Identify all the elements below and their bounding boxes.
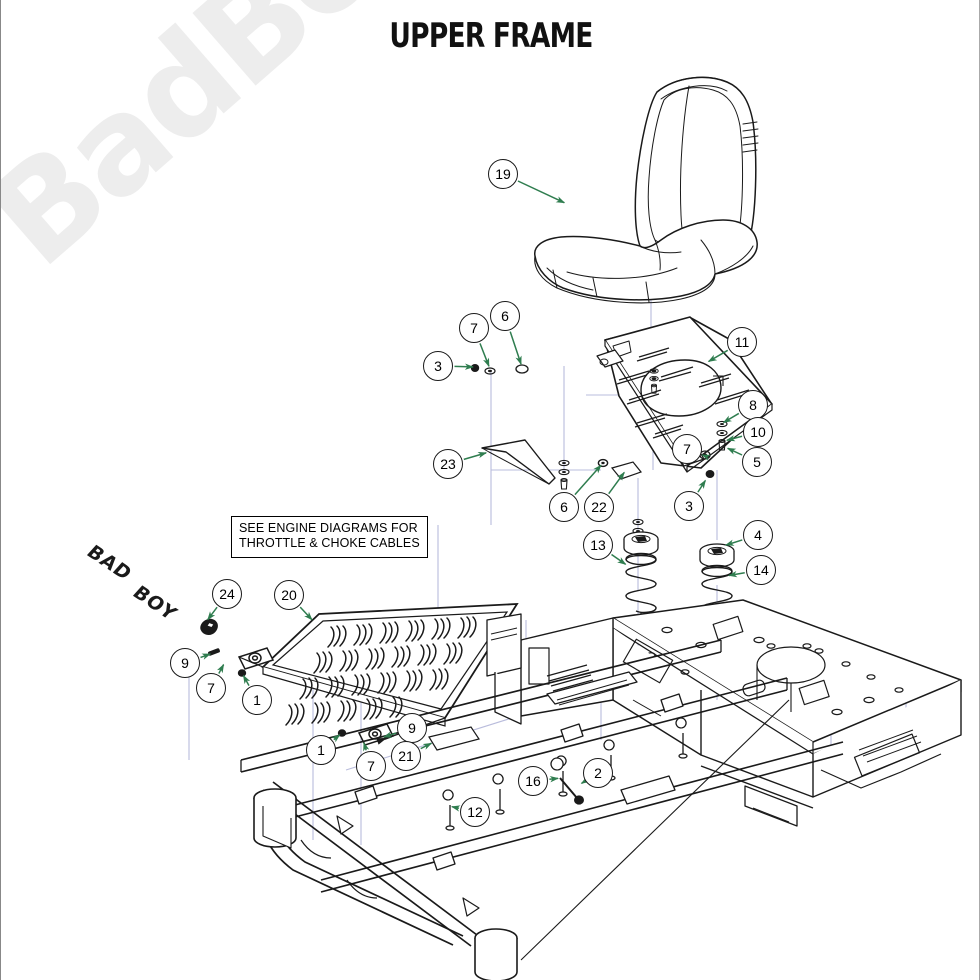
leader-line-7: [216, 663, 225, 674]
callout-3-bolt[interactable]: 3: [674, 491, 704, 521]
leader-line-24: [207, 606, 218, 621]
leader-line-19: [517, 180, 566, 204]
leader-line-2: [580, 776, 591, 785]
callout-label: 11: [734, 334, 750, 350]
leader-line-16: [549, 775, 560, 783]
callout-label: 5: [753, 454, 761, 470]
callout-label: 14: [753, 562, 769, 578]
callout-11-seat-plate[interactable]: 11: [727, 327, 757, 357]
callout-20-footplate[interactable]: 20: [274, 580, 304, 610]
callout-label: 6: [501, 308, 509, 324]
note-line-2: THROTTLE & CHOKE CABLES: [239, 536, 420, 551]
callout-7-washer[interactable]: 7: [672, 434, 702, 464]
leader-line-13: [611, 553, 627, 565]
page-title: UPPER FRAME: [389, 16, 593, 56]
leader-line-5: [726, 447, 743, 456]
callout-label: 9: [181, 655, 189, 671]
callout-3-bolt[interactable]: 3: [423, 351, 453, 381]
callout-label: 13: [590, 537, 606, 553]
callout-label: 1: [253, 692, 261, 708]
leader-line-4: [724, 539, 743, 546]
leader-line-12: [450, 805, 461, 812]
leader-line-3: [697, 479, 707, 493]
callout-label: 23: [440, 456, 456, 472]
callout-label: 10: [750, 424, 766, 440]
callout-8-washer[interactable]: 8: [738, 390, 768, 420]
callout-label: 6: [560, 499, 568, 515]
callout-10-lock-washer[interactable]: 10: [743, 417, 773, 447]
leader-line-9: [200, 653, 212, 660]
callout-6-spacer[interactable]: 6: [490, 301, 520, 331]
leader-line-9: [382, 731, 397, 738]
callout-9-pin[interactable]: 9: [170, 648, 200, 678]
callout-label: 9: [408, 720, 416, 736]
leader-line-8: [722, 412, 740, 424]
callout-label: 1: [317, 742, 325, 758]
callout-label: 7: [683, 441, 691, 457]
callout-label: 24: [219, 586, 235, 602]
callout-label: 16: [525, 773, 541, 789]
leader-line-10: [725, 435, 743, 442]
callout-13-spring[interactable]: 13: [583, 530, 613, 560]
callout-4-spring-cap[interactable]: 4: [743, 520, 773, 550]
callout-19-seat[interactable]: 19: [488, 159, 518, 189]
callout-24-decal[interactable]: 24: [212, 579, 242, 609]
callout-1-bolt[interactable]: 1: [242, 685, 272, 715]
callout-7-washer[interactable]: 7: [459, 313, 489, 343]
callout-label: 19: [495, 166, 511, 182]
leader-line-11: [707, 349, 729, 363]
callout-label: 20: [281, 587, 297, 603]
leader-line-1: [242, 674, 251, 686]
leader-line-20: [299, 606, 313, 621]
leader-line-1: [331, 734, 341, 743]
callout-label: 2: [594, 765, 602, 781]
callout-9-pin[interactable]: 9: [397, 713, 427, 743]
leader-line-7: [479, 343, 490, 368]
leader-line-6: [574, 464, 602, 496]
callout-7-washer[interactable]: 7: [196, 673, 226, 703]
leader-line-23: [463, 452, 488, 461]
leader-line-21: [420, 742, 433, 750]
callout-label: 8: [749, 397, 757, 413]
callout-12-bolt[interactable]: 12: [460, 797, 490, 827]
callout-23-flat-bar[interactable]: 23: [433, 449, 463, 479]
callout-2-nut[interactable]: 2: [583, 758, 613, 788]
callout-1-bolt[interactable]: 1: [306, 735, 336, 765]
callout-label: 7: [470, 320, 478, 336]
leader-line-14: [727, 570, 745, 578]
callout-22-plate[interactable]: 22: [584, 492, 614, 522]
engine-diagram-note: SEE ENGINE DIAGRAMS FOR THROTTLE & CHOKE…: [231, 516, 428, 558]
callout-6-spacer[interactable]: 6: [549, 492, 579, 522]
callout-label: 7: [367, 758, 375, 774]
leader-line-6: [509, 331, 522, 366]
leader-line-22: [608, 471, 625, 495]
leader-line-7: [363, 741, 370, 752]
callout-21-pad[interactable]: 21: [391, 741, 421, 771]
note-line-1: SEE ENGINE DIAGRAMS FOR: [239, 521, 418, 535]
svg-text:BOY: BOY: [128, 581, 182, 624]
callout-label: 3: [434, 358, 442, 374]
callout-label: 22: [591, 499, 607, 515]
callout-label: 21: [398, 748, 414, 764]
callout-label: 7: [207, 680, 215, 696]
callout-7-washer[interactable]: 7: [356, 751, 386, 781]
callout-5-bolt[interactable]: 5: [742, 447, 772, 477]
callout-14-spring[interactable]: 14: [746, 555, 776, 585]
callout-label: 3: [685, 498, 693, 514]
callout-16-bolt[interactable]: 16: [518, 766, 548, 796]
callout-label: 12: [467, 804, 483, 820]
callout-label: 4: [754, 527, 762, 543]
svg-text:BAD: BAD: [82, 541, 137, 585]
